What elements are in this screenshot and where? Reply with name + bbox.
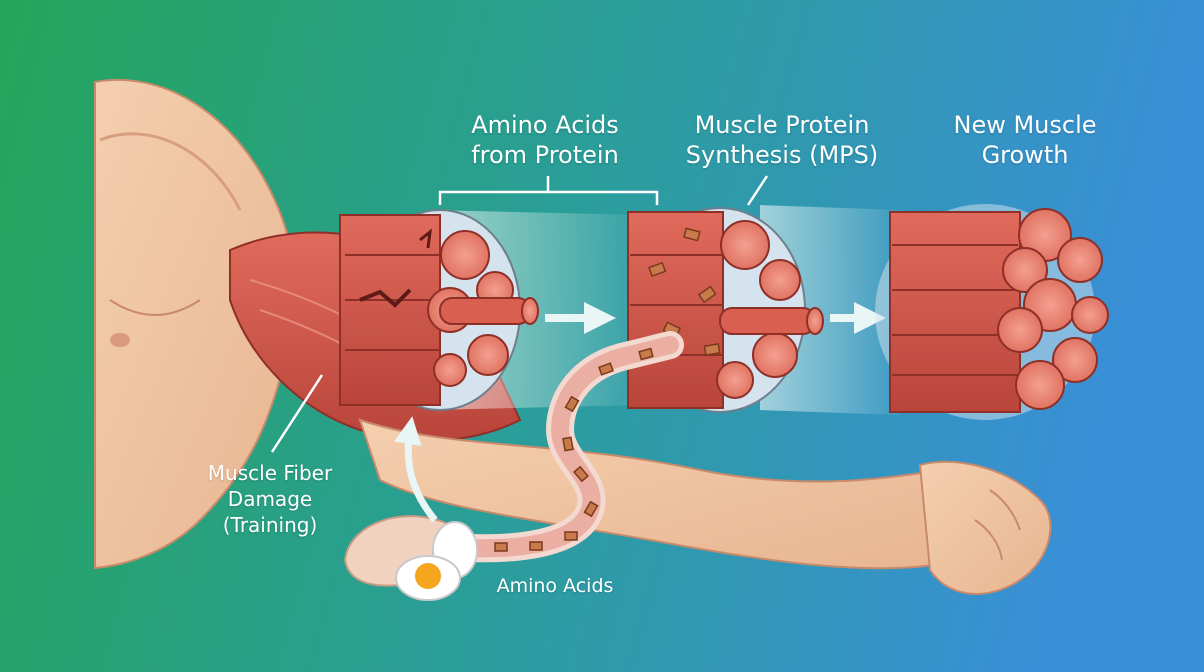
amino-acid-block-icon: [494, 347, 654, 552]
damage-pointer-line: [270, 374, 324, 453]
label-line: Amino Acids: [471, 111, 619, 139]
label-mps: Muscle Protein Synthesis (MPS): [662, 110, 902, 170]
label-fiber-damage: Muscle Fiber Damage (Training): [185, 460, 355, 538]
chest-line: [109, 299, 201, 316]
label-line: Amino Acids: [496, 575, 614, 597]
label-line: New Muscle: [953, 111, 1097, 139]
label-line: Muscle Fiber: [207, 461, 333, 485]
label-line: Muscle Protein: [694, 111, 870, 139]
grown-muscle-bundle: [875, 204, 1109, 420]
label-line: (Training): [222, 513, 318, 537]
label-line: from Protein: [471, 141, 619, 169]
label-amino-from-protein: Amino Acids from Protein: [430, 110, 660, 170]
label-line: Synthesis (MPS): [685, 141, 879, 169]
mps-pointer-line: [746, 175, 769, 206]
label-line: Damage: [227, 487, 313, 511]
mps-muscle-bundle: [627, 207, 824, 413]
label-line: Growth: [981, 141, 1069, 169]
nipple: [110, 333, 130, 347]
arrow-food-to-muscle: [393, 416, 438, 523]
shoulder-contour: [99, 132, 242, 211]
label-amino-acids: Amino Acids: [470, 574, 640, 598]
label-new-growth: New Muscle Growth: [920, 110, 1130, 170]
damaged-muscle-bundle: [339, 209, 539, 411]
